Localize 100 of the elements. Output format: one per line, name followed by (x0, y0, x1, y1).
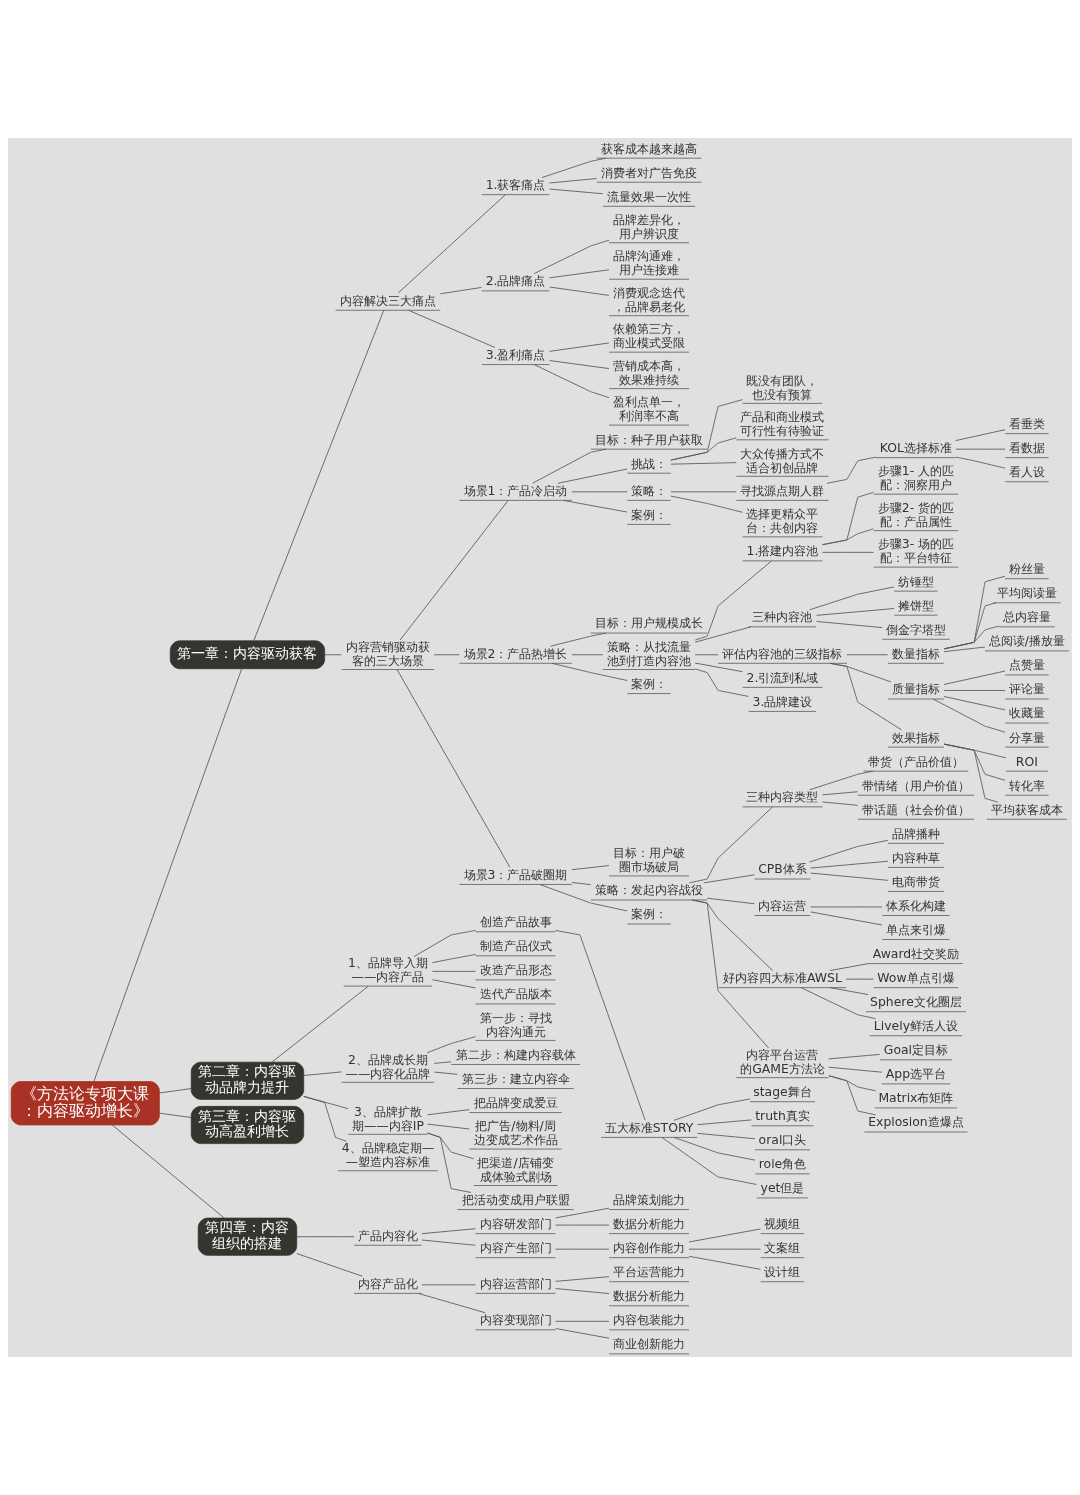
node-text: 内容运营 (758, 897, 807, 913)
connector (826, 456, 877, 484)
connector (670, 437, 737, 461)
connector (822, 491, 874, 546)
connector (955, 456, 1006, 469)
connector (555, 1248, 610, 1250)
connector (809, 839, 889, 863)
node-text: 策略： (631, 482, 668, 498)
connector (433, 654, 460, 656)
node-text: 获客成本越来越高 (601, 140, 698, 156)
connector (661, 1137, 757, 1185)
connector (828, 1066, 883, 1073)
node-text: stage舞台 (753, 1084, 812, 1100)
node-text: 品牌沟通难，用户连接难 (613, 248, 686, 278)
connector (303, 1071, 342, 1076)
connector (943, 625, 1000, 650)
node-text: 品牌差异化，用户辨识度 (613, 211, 686, 241)
node-text: 内容产生部门 (479, 1240, 552, 1256)
connector (562, 499, 628, 513)
node-box: 《方法论专项大课：内容驱动增长》 (10, 1081, 160, 1126)
connector (303, 1096, 347, 1142)
node-text: 三种内容类型 (746, 789, 819, 805)
connector (694, 654, 719, 656)
node-text: 策略：从找流量池到打造内容池 (607, 638, 692, 668)
node-text: 制造产品仪式 (479, 938, 552, 954)
node-box: 第二章：内容驱动品牌力提升 (190, 1061, 305, 1100)
connector (673, 1098, 751, 1121)
node-text: 内容运营部门 (479, 1275, 552, 1291)
node-text: 带话题（社会价值） (861, 801, 970, 817)
node-text: 质量指标 (891, 681, 940, 697)
node-text: 内容研发部门 (479, 1216, 552, 1232)
node-text: 带货（产品价值） (867, 753, 964, 769)
connector (93, 668, 243, 1082)
connector (549, 286, 610, 296)
node-text: 改造产品形态 (479, 962, 552, 978)
connector (433, 1061, 452, 1064)
node-text: ROI (1015, 753, 1038, 769)
node-text: 内容创作能力 (613, 1240, 686, 1256)
node-text: 步骤2- 货的匹配：产品属性 (877, 499, 955, 529)
node-text: 案例： (631, 506, 668, 522)
connector (571, 654, 604, 656)
connector (810, 911, 883, 926)
node-text: 第三步：建立内容伞 (461, 1070, 570, 1086)
connector (549, 342, 610, 352)
connector (571, 491, 628, 493)
node-text: KOL选择标准 (879, 440, 953, 456)
node-text: yet但是 (760, 1180, 805, 1196)
node-text: 依赖第三方，商业模式受限 (613, 321, 686, 351)
node-text: 倒金字塔型 (885, 621, 946, 637)
connector (555, 1288, 610, 1294)
node-text: 视频组 (764, 1216, 801, 1232)
connector (427, 1123, 470, 1130)
connector (555, 1328, 610, 1339)
node-text: Sphere文化圈层 (870, 994, 962, 1010)
connector (550, 632, 607, 647)
node-text: Award社交奖励 (872, 946, 960, 962)
node-text: 把广告/物料/周边变成艺术作品 (473, 1118, 558, 1148)
node-text: 3、品牌扩散期——内容IP (351, 1103, 424, 1133)
connector (159, 1088, 192, 1094)
node-box: 第一章：内容驱动获客 (169, 640, 326, 670)
node-text: 既没有团队，也没有预算 (746, 372, 819, 402)
node-text: Lively鲜活人设 (873, 1018, 958, 1034)
node-text: 步骤3- 场的匹配：平台特征 (877, 536, 955, 566)
connector (810, 906, 883, 908)
node-text: Matrix布矩阵 (878, 1090, 954, 1106)
node-text: 总阅读/播放量 (988, 633, 1065, 649)
node-text: 步骤1- 人的匹配：洞察用户 (877, 463, 955, 493)
connector (557, 468, 628, 484)
connector (111, 1124, 225, 1219)
node-text: 2.引流到私域 (746, 669, 819, 685)
connector (670, 491, 737, 493)
node-text: 把活动变成用户联盟 (461, 1191, 570, 1207)
connector (555, 1207, 610, 1219)
node-text: 体系化构建 (885, 897, 946, 913)
connector (688, 1255, 761, 1270)
node-text: 平台运营能力 (613, 1264, 686, 1280)
connector (694, 668, 749, 697)
node-text: 评估内容池的三级指标 (722, 645, 843, 661)
node-text: 数量指标 (891, 645, 940, 661)
connector (809, 770, 874, 791)
connector (688, 1248, 761, 1250)
connector (296, 1236, 355, 1238)
connector (828, 1054, 881, 1060)
connector (828, 1075, 877, 1116)
node-text: 流量效果一次性 (607, 188, 692, 204)
connector (571, 865, 610, 871)
node-text: 粉丝量 (1008, 561, 1045, 577)
connector (426, 1036, 476, 1054)
connector (551, 662, 628, 681)
node-text: 迭代产品版本 (479, 986, 552, 1002)
connector (399, 500, 509, 641)
node-text: 分享量 (1008, 729, 1045, 745)
connector (955, 429, 1006, 442)
connector (397, 194, 506, 294)
node-text: App选平台 (885, 1066, 947, 1082)
node-text: 3.品牌建设 (752, 693, 813, 709)
connector (800, 987, 877, 1020)
node-text: 场景2：产品热增长 (463, 645, 568, 661)
node-text: 文案组 (764, 1240, 801, 1256)
node-text: truth真实 (755, 1108, 810, 1124)
